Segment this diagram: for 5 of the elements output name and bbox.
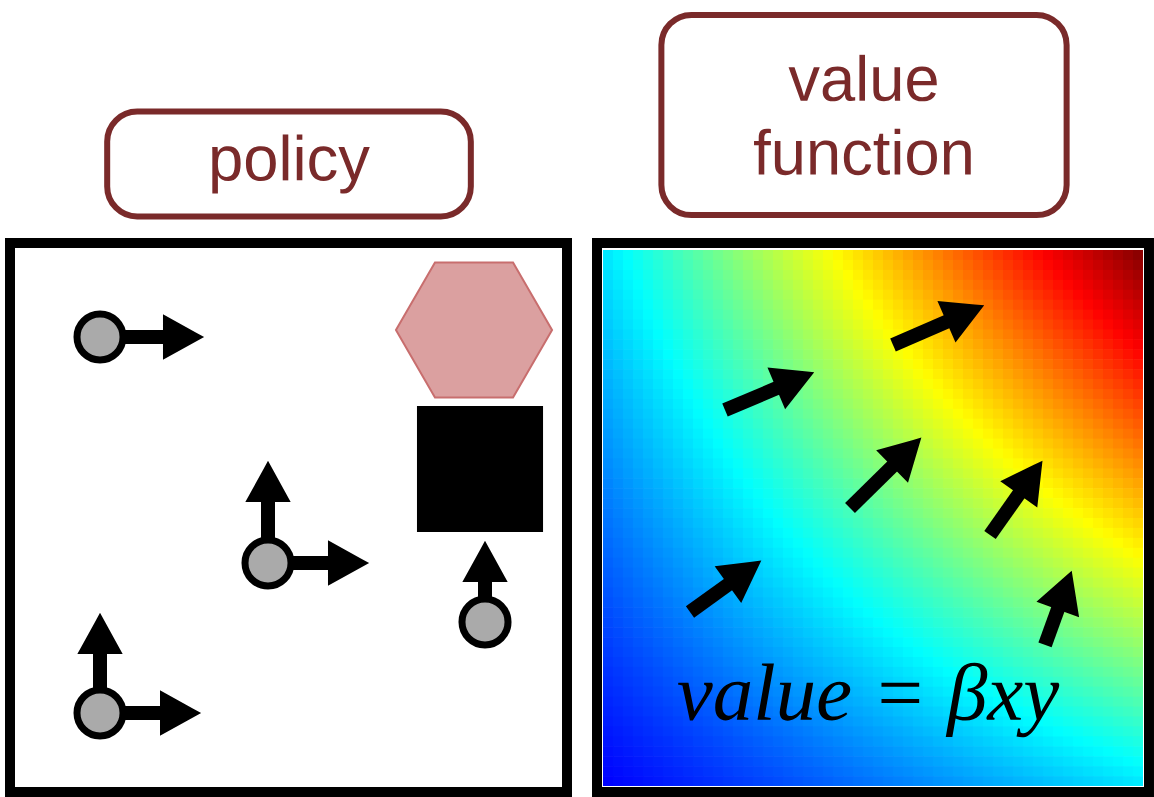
square-block [416, 405, 544, 533]
formula-label: value = βxy [678, 662, 1060, 738]
heading-box: policy [104, 108, 474, 220]
hexagon [394, 261, 554, 399]
heading-box: value function [658, 11, 1070, 219]
